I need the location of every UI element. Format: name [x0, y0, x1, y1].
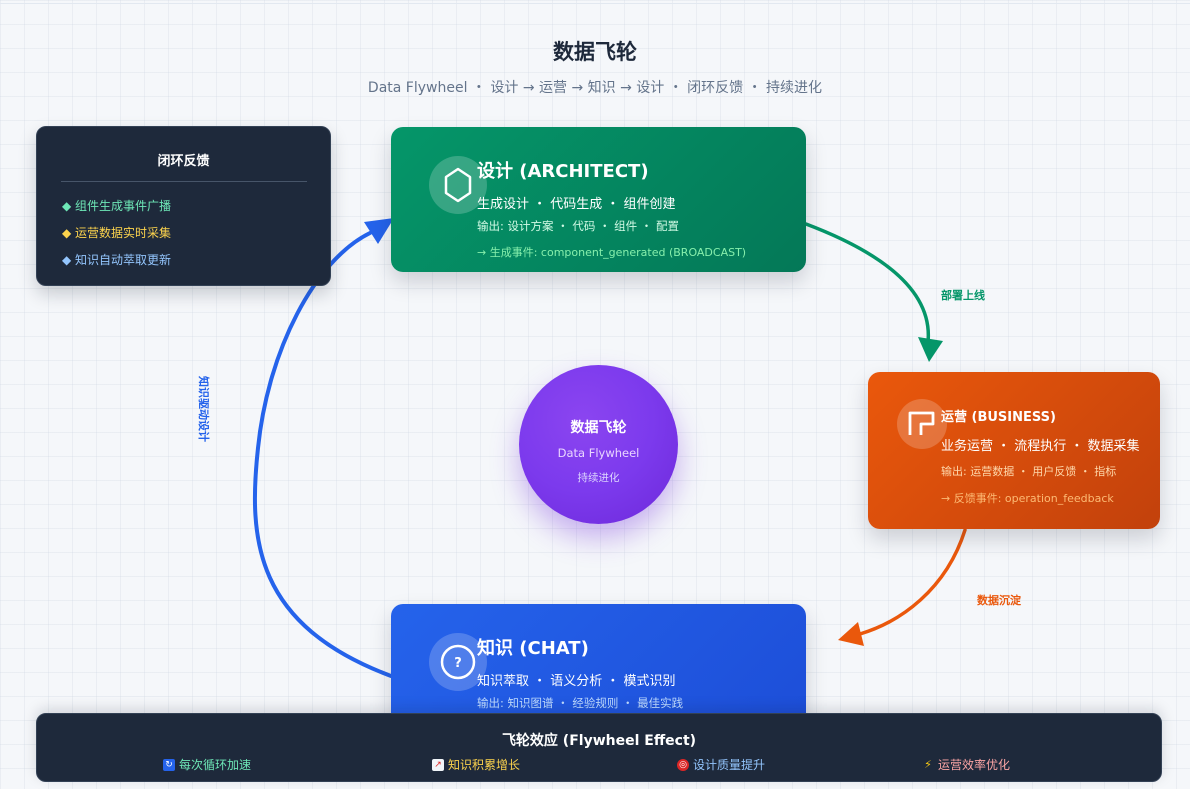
question-icon: ?	[429, 633, 487, 691]
effect-item-text: 每次循环加速	[179, 758, 252, 772]
effect-item: ↻ 每次循环加速	[163, 756, 251, 773]
effect-item: ◎ 设计质量提升	[677, 756, 765, 773]
drive-arrowhead	[364, 218, 394, 244]
settle-arrowhead	[838, 622, 864, 646]
flywheel-center: 数据飞轮 Data Flywheel 持续进化	[519, 365, 678, 524]
settle-arrow	[858, 528, 967, 636]
lightning-icon: ⚡	[924, 757, 932, 771]
chart-icon: ↗	[432, 758, 444, 771]
cycle-icon: ↻	[163, 758, 175, 771]
drive-arrow	[252, 231, 393, 678]
design-card-desc: 生成设计 ・ 代码生成 ・ 组件创建	[477, 197, 676, 212]
operations-card[interactable]: 运营 (BUSINESS) 业务运营 ・ 流程执行 ・ 数据采集 输出: 运营数…	[868, 372, 1160, 529]
feedback-panel: 闭环反馈 ◆ 组件生成事件广播 ◆ 运营数据实时采集 ◆ 知识自动萃取更新	[36, 126, 331, 286]
drive-label: 知识驱动设计	[197, 376, 210, 442]
flywheel-center-subtitle: Data Flywheel	[557, 446, 640, 460]
design-card-title: 设计 (ARCHITECT)	[477, 161, 649, 182]
feedback-item: ◆ 组件生成事件广播	[62, 199, 172, 213]
design-card-output: 输出: 设计方案 ・ 代码 ・ 组件 ・ 配置	[477, 219, 679, 233]
effect-item-text: 知识积累增长	[448, 758, 521, 772]
knowledge-card-desc: 知识萃取 ・ 语义分析 ・ 模式识别	[477, 674, 676, 689]
operations-card-desc: 业务运营 ・ 流程执行 ・ 数据采集	[941, 439, 1140, 454]
settle-label: 数据沉淀	[977, 594, 1021, 607]
operations-card-title: 运营 (BUSINESS)	[941, 410, 1056, 425]
effect-item-text: 运营效率优化	[938, 758, 1011, 772]
flywheel-effect-bar: 飞轮效应 (Flywheel Effect) ↻ 每次循环加速 ↗ 知识积累增长…	[36, 713, 1162, 782]
flywheel-center-caption: 持续进化	[577, 472, 620, 484]
target-icon: ◎	[677, 758, 689, 771]
knowledge-card-output: 输出: 知识图谱 ・ 经验规则 ・ 最佳实践	[477, 696, 684, 710]
deploy-arrow	[804, 222, 930, 344]
feedback-panel-divider	[61, 181, 307, 182]
flow-icon	[897, 399, 947, 449]
feedback-panel-title: 闭环反馈	[157, 154, 210, 169]
effect-item: ⚡ 运营效率优化	[922, 756, 1010, 773]
svg-text:?: ?	[454, 656, 462, 671]
design-card[interactable]: 设计 (ARCHITECT) 生成设计 ・ 代码生成 ・ 组件创建 输出: 设计…	[391, 127, 806, 272]
deploy-label: 部署上线	[941, 289, 985, 302]
operations-card-event: → 反馈事件: operation_feedback	[941, 492, 1114, 505]
effect-item: ↗ 知识积累增长	[432, 756, 520, 773]
page-title: 数据飞轮	[553, 40, 637, 64]
knowledge-card-title: 知识 (CHAT)	[477, 638, 589, 659]
design-card-event: → 生成事件: component_generated (BROADCAST)	[477, 246, 747, 259]
feedback-item: ◆ 运营数据实时采集	[62, 226, 172, 240]
knowledge-card[interactable]: ? 知识 (CHAT) 知识萃取 ・ 语义分析 ・ 模式识别 输出: 知识图谱 …	[391, 604, 806, 734]
effect-item-text: 设计质量提升	[693, 758, 766, 772]
feedback-item: ◆ 知识自动萃取更新	[62, 253, 172, 267]
operations-card-output: 输出: 运营数据 ・ 用户反馈 ・ 指标	[941, 465, 1117, 478]
top-border	[0, 3, 1190, 4]
hexagon-icon	[429, 156, 487, 214]
flywheel-center-title: 数据飞轮	[570, 420, 627, 436]
page-subtitle: Data Flywheel ・ 设计 → 运营 → 知识 → 设计 ・ 闭环反馈…	[367, 80, 823, 96]
effect-bar-title: 飞轮效应 (Flywheel Effect)	[501, 733, 697, 749]
deploy-arrowhead	[918, 337, 943, 362]
